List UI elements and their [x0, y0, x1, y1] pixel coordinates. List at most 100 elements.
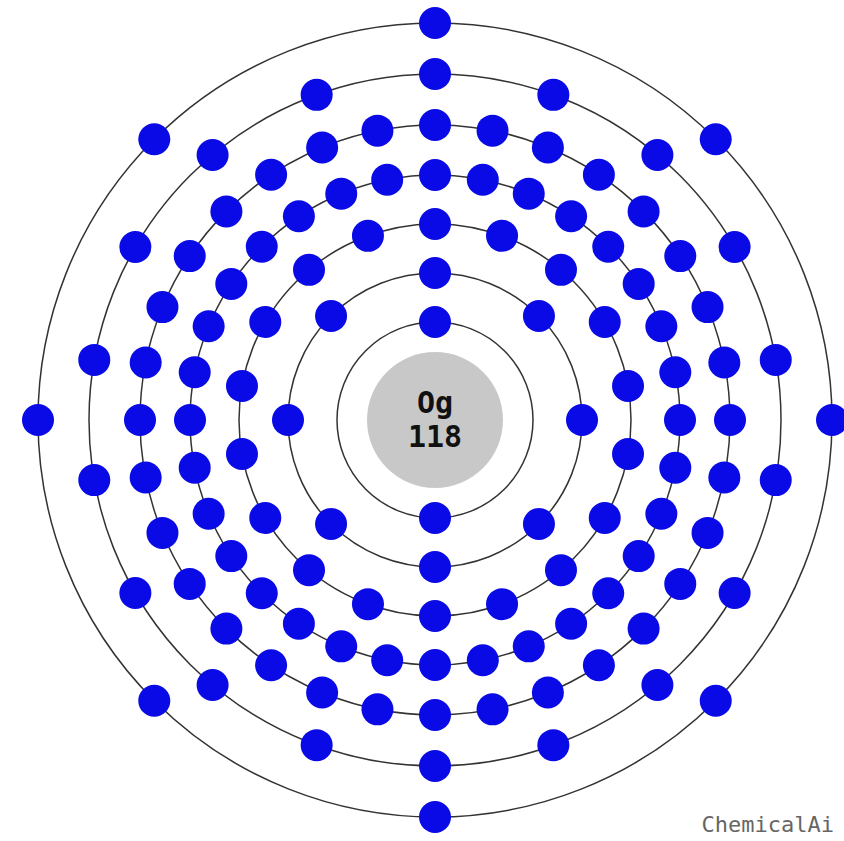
electron	[419, 551, 451, 583]
electron	[179, 452, 211, 484]
electron	[419, 109, 451, 141]
electron	[419, 649, 451, 681]
electron	[623, 268, 655, 300]
electron	[523, 508, 555, 540]
electron	[352, 588, 384, 620]
electron	[760, 344, 792, 376]
electron	[589, 306, 621, 338]
electron	[249, 502, 281, 534]
electron	[119, 577, 151, 609]
element-symbol: Og	[417, 386, 453, 420]
electron-shell	[288, 273, 582, 567]
electron	[361, 693, 393, 725]
electron	[283, 608, 315, 640]
electron	[708, 462, 740, 494]
electron	[246, 231, 278, 263]
electron	[306, 677, 338, 709]
electron	[301, 79, 333, 111]
electron	[210, 613, 242, 645]
electron	[664, 240, 696, 272]
electron	[130, 346, 162, 378]
electron	[664, 404, 696, 436]
electron	[174, 568, 206, 600]
electron	[301, 729, 333, 761]
electron	[306, 131, 338, 163]
atomic-number: 118	[408, 420, 462, 454]
electron	[555, 200, 587, 232]
electron	[513, 178, 545, 210]
electron	[226, 438, 258, 470]
electron	[283, 200, 315, 232]
electron	[419, 306, 451, 338]
electron	[138, 123, 170, 155]
electron-shell	[89, 74, 781, 766]
electron-shell	[239, 224, 631, 616]
electron	[325, 178, 357, 210]
electron	[628, 195, 660, 227]
electron	[78, 464, 110, 496]
electron	[215, 540, 247, 572]
electron	[719, 231, 751, 263]
electron	[293, 254, 325, 286]
electron	[119, 231, 151, 263]
electron	[537, 729, 569, 761]
electron	[692, 517, 724, 549]
electron	[255, 649, 287, 681]
electron	[583, 649, 615, 681]
electron	[215, 268, 247, 300]
electron	[179, 356, 211, 388]
electron	[419, 208, 451, 240]
electron	[545, 554, 577, 586]
electron	[352, 220, 384, 252]
electron	[78, 344, 110, 376]
electron	[467, 164, 499, 196]
electron	[659, 356, 691, 388]
electron	[477, 115, 509, 147]
electron	[612, 438, 644, 470]
electron	[249, 306, 281, 338]
electron	[371, 644, 403, 676]
electron	[174, 404, 206, 436]
electron	[130, 462, 162, 494]
electron	[210, 195, 242, 227]
electron	[226, 370, 258, 402]
electron	[592, 577, 624, 609]
electron	[659, 452, 691, 484]
electron	[589, 502, 621, 534]
electron	[193, 310, 225, 342]
electron	[641, 139, 673, 171]
electron	[477, 693, 509, 725]
electron	[246, 577, 278, 609]
electron-shell	[337, 322, 533, 518]
electron	[419, 257, 451, 289]
electron	[555, 608, 587, 640]
electron	[419, 7, 451, 39]
electron	[146, 517, 178, 549]
electron	[22, 404, 54, 436]
electron	[325, 630, 357, 662]
electron	[124, 404, 156, 436]
electron	[537, 79, 569, 111]
electron	[197, 669, 229, 701]
electron	[592, 231, 624, 263]
electron	[138, 685, 170, 717]
electron	[523, 300, 555, 332]
electron	[315, 300, 347, 332]
electron	[371, 164, 403, 196]
electron	[486, 588, 518, 620]
electron	[419, 699, 451, 731]
electron	[645, 498, 677, 530]
electron	[700, 685, 732, 717]
electron	[361, 115, 393, 147]
electron	[197, 139, 229, 171]
electron	[467, 644, 499, 676]
electron	[255, 159, 287, 191]
electron	[760, 464, 792, 496]
electron	[816, 404, 844, 436]
electron	[641, 669, 673, 701]
electron	[174, 240, 206, 272]
electron	[545, 254, 577, 286]
electron	[486, 220, 518, 252]
electron	[566, 404, 598, 436]
electron	[692, 291, 724, 323]
